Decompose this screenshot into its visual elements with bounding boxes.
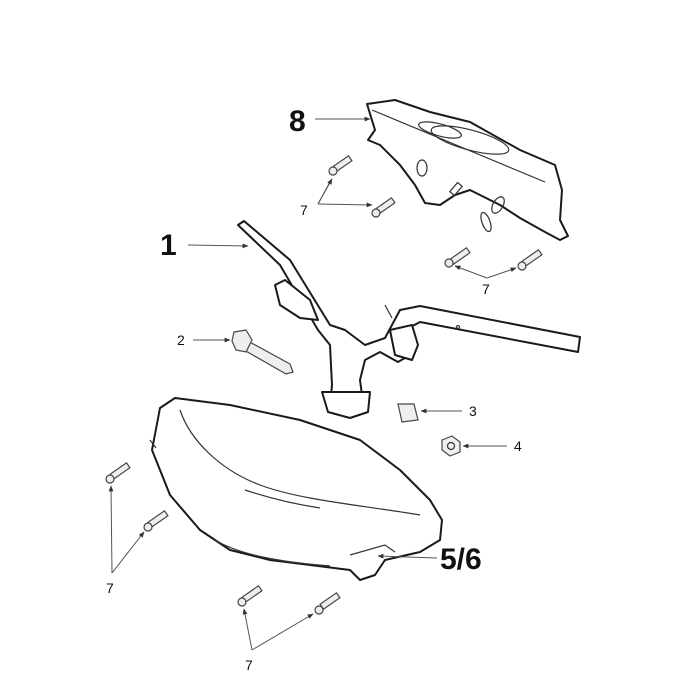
screw-icon: [371, 196, 396, 218]
leader-screw: [317, 202, 373, 208]
leader-front-cover: [377, 553, 438, 559]
leader-screw: [251, 613, 314, 651]
label-screw-bottom-left: 7: [106, 580, 114, 596]
label-screw-top-left: 7: [300, 202, 308, 218]
handlebar-part: [237, 220, 581, 419]
leader-handlebar: [187, 243, 249, 249]
screw-icon: [237, 584, 263, 607]
label-handlebar: 1: [160, 229, 177, 262]
bolt-part: [231, 329, 294, 375]
leader-screw: [111, 531, 145, 574]
screw-icon: [328, 154, 353, 176]
label-screw-top-right: 7: [482, 281, 490, 297]
leader-screw: [317, 178, 333, 205]
screw-icon: [517, 248, 543, 271]
label-nut: 4: [514, 438, 522, 454]
label-front-cover: 5/6: [440, 543, 482, 576]
leader-screw: [108, 485, 114, 574]
screw-icon: [143, 509, 169, 532]
label-bushing: 3: [469, 403, 477, 419]
leader-screw: [242, 608, 253, 651]
rear-cover-part: [366, 99, 569, 241]
nut-part: [441, 435, 461, 457]
front-cover-part: [149, 397, 443, 581]
leader-screw: [454, 265, 488, 279]
leader-screw: [486, 267, 517, 279]
screw-icon: [444, 246, 471, 268]
label-rear-cover: 8: [289, 105, 306, 138]
screw-icon: [105, 461, 131, 484]
label-bolt: 2: [177, 332, 185, 348]
label-screw-bottom-center: 7: [245, 657, 253, 673]
screw-icon: [314, 591, 341, 615]
bushing-part: [397, 403, 419, 423]
